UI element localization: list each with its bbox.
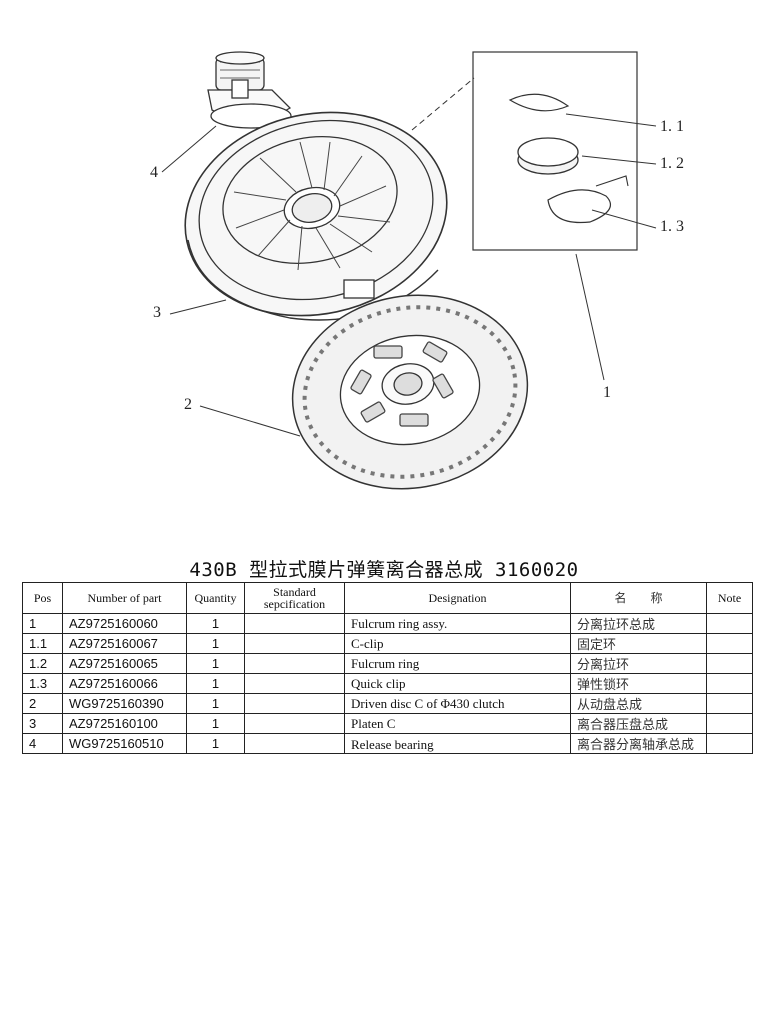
pressure-plate-drawing bbox=[184, 111, 448, 321]
callout-3: 3 bbox=[153, 304, 161, 321]
callout-4: 4 bbox=[150, 164, 158, 181]
header-note: Note bbox=[706, 582, 753, 614]
cell-pos: 4 bbox=[22, 733, 63, 754]
callout-1-2: 1. 2 bbox=[660, 155, 684, 172]
exploded-view-drawing bbox=[161, 51, 657, 490]
cell-pos: 3 bbox=[22, 713, 63, 734]
cell-quantity: 1 bbox=[186, 633, 245, 654]
driven-disc-drawing bbox=[291, 294, 529, 490]
cell-name-cn: 离合器分离轴承总成 bbox=[570, 733, 707, 754]
header-part-number: Number of part bbox=[62, 582, 187, 614]
cell-name-cn: 从动盘总成 bbox=[570, 693, 707, 714]
cell-part-number: WG9725160390 bbox=[62, 693, 187, 714]
cell-name-cn: 离合器压盘总成 bbox=[570, 713, 707, 734]
header-pos: Pos bbox=[22, 582, 63, 614]
callout-2: 2 bbox=[184, 396, 192, 413]
cell-name-cn: 弹性锁环 bbox=[570, 673, 707, 694]
header-standard-specification: Standard sepcification bbox=[244, 582, 345, 614]
cell-designation: Fulcrum ring bbox=[344, 653, 571, 674]
cell-note bbox=[706, 613, 753, 634]
cell-note bbox=[706, 693, 753, 714]
table-row: 2 WG9725160390 1 Driven disc C of Φ430 c… bbox=[22, 693, 753, 714]
cell-designation: C-clip bbox=[344, 633, 571, 654]
cell-note bbox=[706, 653, 753, 674]
cell-quantity: 1 bbox=[186, 733, 245, 754]
cell-part-number: AZ9725160100 bbox=[62, 713, 187, 734]
cell-note bbox=[706, 633, 753, 654]
cell-quantity: 1 bbox=[186, 673, 245, 694]
cell-note bbox=[706, 733, 753, 754]
table-row: 1.1 AZ9725160067 1 C-clip 固定环 bbox=[22, 633, 753, 654]
cell-standard bbox=[244, 713, 345, 734]
cell-designation: Driven disc C of Φ430 clutch bbox=[344, 693, 571, 714]
cell-standard bbox=[244, 673, 345, 694]
header-name-cn: 名 称 bbox=[570, 582, 707, 614]
table-header-row: Pos Number of part Quantity Standard sep… bbox=[22, 582, 753, 614]
fulcrum-ring-detail-box bbox=[472, 51, 638, 251]
table-row: 3 AZ9725160100 1 Platen C 离合器压盘总成 bbox=[22, 713, 753, 734]
callout-1: 1 bbox=[603, 384, 611, 401]
cell-part-number: WG9725160510 bbox=[62, 733, 187, 754]
table-row: 4 WG9725160510 1 Release bearing 离合器分离轴承… bbox=[22, 733, 753, 754]
table-row: 1.2 AZ9725160065 1 Fulcrum ring 分离拉环 bbox=[22, 653, 753, 674]
cell-pos: 1.2 bbox=[22, 653, 63, 674]
cell-standard bbox=[244, 613, 345, 634]
cell-name-cn: 分离拉环总成 bbox=[570, 613, 707, 634]
cell-designation: Quick clip bbox=[344, 673, 571, 694]
cell-name-cn: 固定环 bbox=[570, 633, 707, 654]
cell-quantity: 1 bbox=[186, 613, 245, 634]
header-quantity: Quantity bbox=[186, 582, 245, 614]
release-bearing-drawing bbox=[207, 51, 292, 129]
cell-quantity: 1 bbox=[186, 713, 245, 734]
cell-designation: Fulcrum ring assy. bbox=[344, 613, 571, 634]
cell-part-number: AZ9725160060 bbox=[62, 613, 187, 634]
cell-designation: Release bearing bbox=[344, 733, 571, 754]
table-row: 1.3 AZ9725160066 1 Quick clip 弹性锁环 bbox=[22, 673, 753, 694]
callout-1-3: 1. 3 bbox=[660, 218, 684, 235]
cell-pos: 1.1 bbox=[22, 633, 63, 654]
cell-standard bbox=[244, 653, 345, 674]
header-designation: Designation bbox=[344, 582, 571, 614]
cell-quantity: 1 bbox=[186, 693, 245, 714]
cell-standard bbox=[244, 693, 345, 714]
header-standard-line2: sepcification bbox=[263, 597, 326, 611]
cell-quantity: 1 bbox=[186, 653, 245, 674]
cell-standard bbox=[244, 633, 345, 654]
cell-note bbox=[706, 673, 753, 694]
callout-1-1: 1. 1 bbox=[660, 118, 684, 135]
cell-designation: Platen C bbox=[344, 713, 571, 734]
cell-pos: 1.3 bbox=[22, 673, 63, 694]
cell-note bbox=[706, 713, 753, 734]
document-title: 430B 型拉式膜片弹簧离合器总成 3160020 bbox=[189, 559, 579, 581]
parts-table: Pos Number of part Quantity Standard sep… bbox=[22, 582, 753, 754]
cell-standard bbox=[244, 733, 345, 754]
cell-name-cn: 分离拉环 bbox=[570, 653, 707, 674]
header-standard-line1: Standard bbox=[273, 585, 316, 599]
cell-part-number: AZ9725160067 bbox=[62, 633, 187, 654]
cell-pos: 1 bbox=[22, 613, 63, 634]
cell-part-number: AZ9725160066 bbox=[62, 673, 187, 694]
cell-pos: 2 bbox=[22, 693, 63, 714]
cell-part-number: AZ9725160065 bbox=[62, 653, 187, 674]
table-row: 1 AZ9725160060 1 Fulcrum ring assy. 分离拉环… bbox=[22, 613, 753, 634]
